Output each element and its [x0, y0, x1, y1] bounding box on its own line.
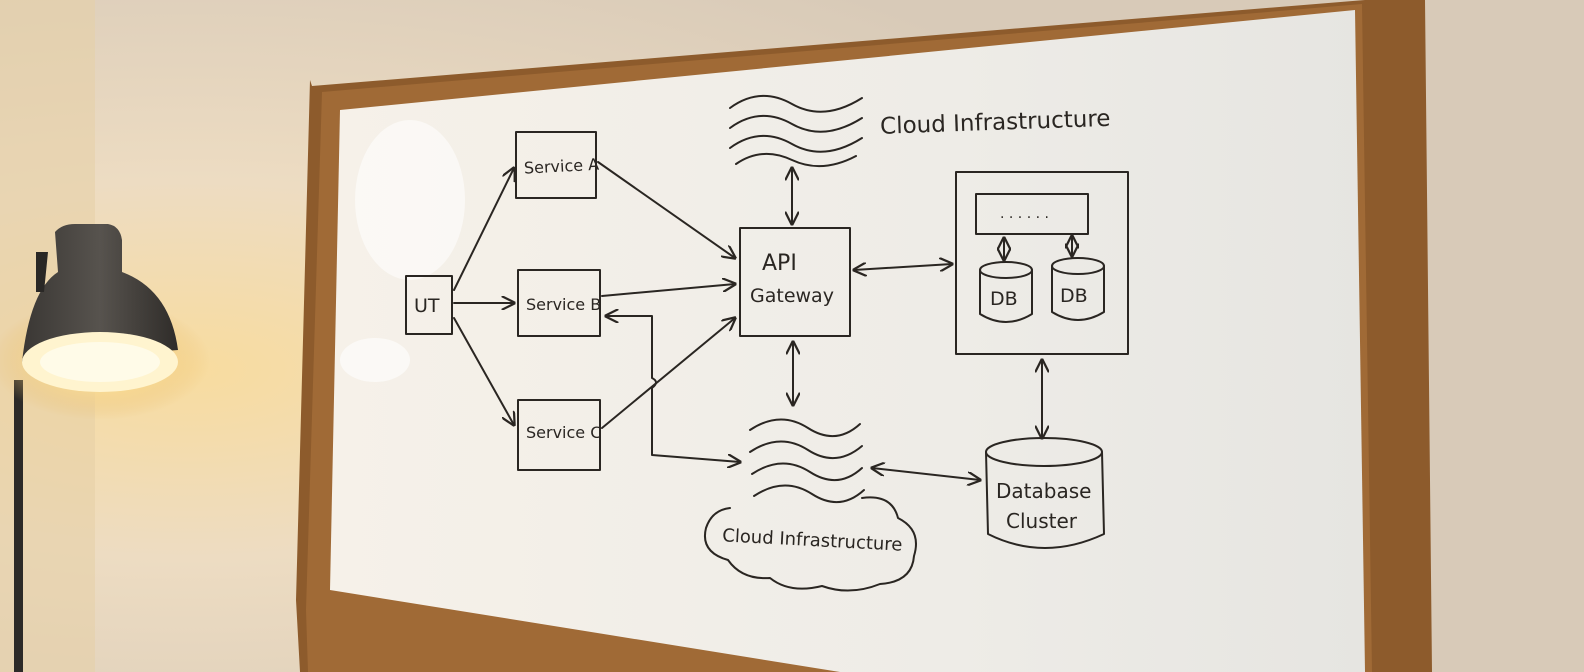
arrow-cloud-cluster — [872, 468, 980, 480]
db-panel-bar — [975, 193, 1089, 235]
architecture-diagram — [405, 94, 1129, 592]
db2-label: DB — [1060, 285, 1088, 307]
ui-box — [405, 275, 453, 335]
api-gateway-box — [739, 227, 851, 337]
db2-cylinder — [1051, 257, 1105, 321]
db-cluster-label-line2: Cluster — [1006, 509, 1078, 533]
floor-lamp — [0, 224, 210, 672]
db-panel — [955, 171, 1129, 355]
db-cluster-label-line1: Database — [996, 479, 1091, 503]
api-gateway-label-line1: API — [762, 251, 797, 276]
board-glare — [355, 120, 465, 280]
db-panel-dots: . . . . . . — [1000, 206, 1049, 222]
api-gateway-label-line2: Gateway — [750, 285, 834, 307]
service-c-label: Service C — [526, 423, 601, 442]
ui-label: UT — [414, 295, 440, 317]
arrow-ui-to-service-c — [453, 317, 514, 425]
service-c-box — [517, 399, 601, 471]
arrow-gateway-db-panel — [854, 264, 952, 270]
db1-cylinder — [979, 261, 1033, 323]
board-glare — [340, 338, 410, 382]
arrow-service-b-to-bottom-cloud — [606, 316, 740, 462]
arrow-service-a-to-gateway — [597, 161, 735, 258]
db1-label: DB — [990, 288, 1018, 310]
service-b-box — [517, 269, 601, 337]
cloud-top-waves — [729, 94, 863, 168]
service-b-label: Service B — [526, 295, 601, 314]
arrow-ui-to-service-a — [453, 168, 514, 291]
cloud-bottom-outline — [704, 496, 917, 592]
cloud-bottom-waves — [749, 418, 865, 503]
whiteboard-surface — [330, 10, 1365, 672]
arrow-service-b-to-gateway — [601, 284, 735, 297]
service-a-label: Service A — [523, 155, 599, 178]
service-a-box — [515, 131, 597, 199]
database-cluster-cylinder — [985, 437, 1105, 549]
